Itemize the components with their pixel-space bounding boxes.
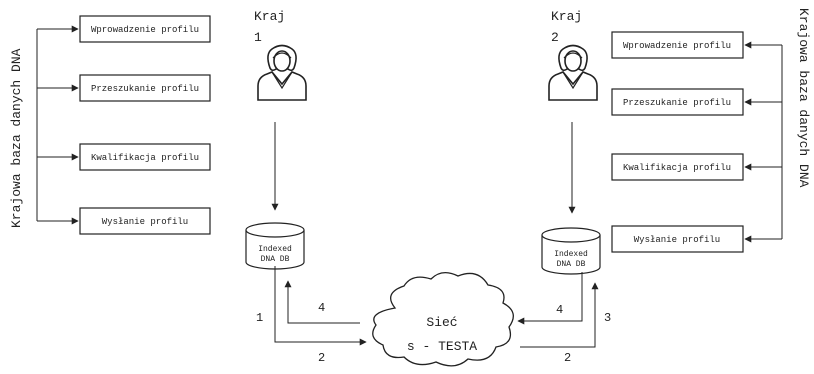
flow-number-right-out: 3 [604,311,611,325]
left-step-3-label: Kwalifikacja profilu [91,153,199,163]
arrow-db1-to-cloud [274,266,367,346]
left-step-2-label: Przeszukanie profilu [91,84,199,94]
left-system-label: Krajowa baza danych DNA [9,48,24,228]
db-1-cylinder: Indexed DNA DB [245,222,305,270]
right-step-2: Przeszukanie profilu [611,88,744,116]
right-system-label: Krajowa baza danych DNA [796,8,811,188]
flow-number-right-in: 4 [556,303,563,317]
arrow-cloud-to-db1 [284,280,360,324]
left-step-4: Wysłanie profilu [79,207,211,235]
right-step-3-label: Kwalifikacja profilu [623,163,731,173]
flow-number-right-bottom: 2 [564,351,571,365]
network-cloud: Sieć s - TESTA [372,272,514,367]
db-2-line1: Indexed [554,250,588,259]
country-2-number: 2 [551,30,559,45]
country-1-label: Kraj [254,9,285,24]
person-icon-country-1 [257,44,307,101]
right-step-1: Wprowadzenie profilu [611,31,744,59]
flow-number-left-in: 4 [318,301,325,315]
right-step-1-label: Wprowadzenie profilu [623,41,731,51]
arrow-cloud-to-db2 [520,282,599,348]
flow-number-left-bottom: 2 [318,351,325,365]
person-icon-country-2 [548,44,598,101]
left-step-1-label: Wprowadzenie profilu [91,25,199,35]
db-2-line2: DNA DB [557,260,586,269]
flow-number-left-out: 1 [256,311,263,325]
left-step-3: Kwalifikacja profilu [79,143,211,171]
left-step-2: Przeszukanie profilu [79,74,211,102]
country-1-number: 1 [254,30,262,45]
country-2-label: Kraj [551,9,582,24]
right-step-2-label: Przeszukanie profilu [623,98,731,108]
left-step-1: Wprowadzenie profilu [79,15,211,43]
db-1-line1: Indexed [258,245,292,254]
network-line1: Sieć [426,315,457,330]
arrow-db2-to-cloud [517,272,583,325]
right-step-4-label: Wysłanie profilu [634,235,720,245]
right-step-3: Kwalifikacja profilu [611,153,744,181]
db-2-cylinder: Indexed DNA DB [541,227,601,275]
left-step-4-label: Wysłanie profilu [102,217,188,227]
right-step-4: Wysłanie profilu [611,225,744,253]
db-1-line2: DNA DB [261,255,290,264]
network-line2: s - TESTA [407,339,477,354]
